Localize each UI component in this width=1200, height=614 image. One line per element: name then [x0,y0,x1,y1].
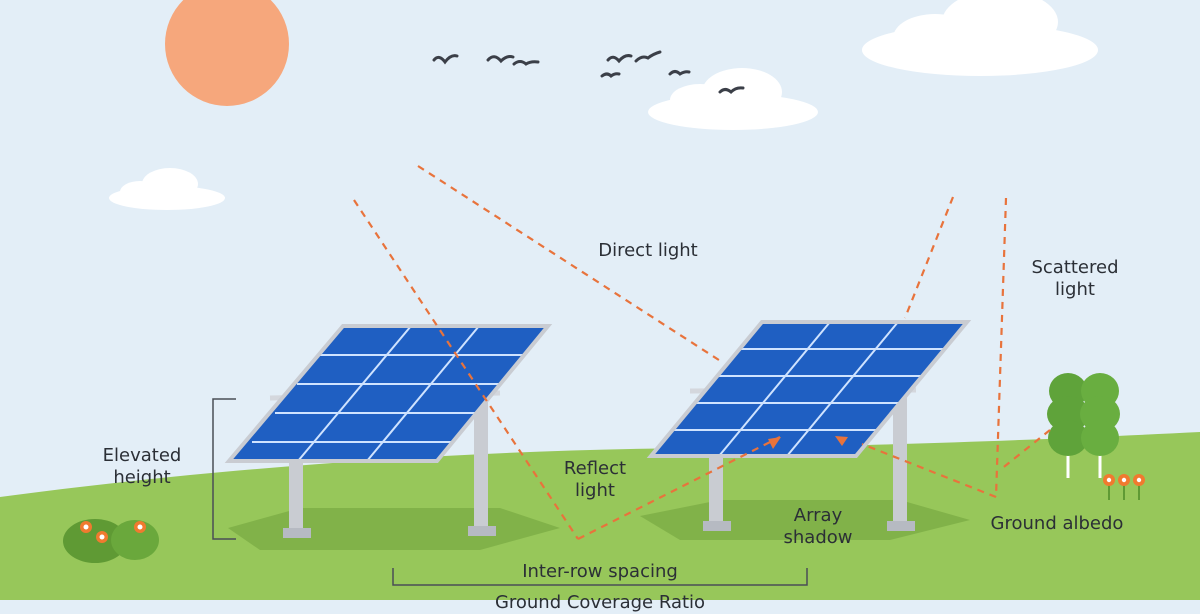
inter-row-spacing-bracket [392,568,808,586]
bird-icon [718,86,745,95]
elevated-height-label-line2: height [113,467,171,488]
bird-icon [668,70,691,76]
ground-albedo-label: Ground albedo [990,513,1124,534]
albedo-ray [999,429,1051,471]
array-shadow-label-line2: shadow [783,527,853,548]
bird-icon [486,55,515,64]
bird-icon [606,54,633,64]
scattered-light-label-line2: light [1055,279,1095,300]
reflect-light-label-line2: light [575,480,615,501]
scattered-light-ray [994,197,1008,498]
direct-light-label: Direct light [598,240,698,261]
elevated-height-label-line1: Elevated [102,445,182,466]
inter-row-spacing-label: Inter-row spacing [522,561,678,582]
ground-coverage-ratio-label: Ground Coverage Ratio [494,592,706,613]
solar-panel-icon [224,324,553,538]
reflect-light-label-line1: Reflect [563,458,627,479]
reflect-light-label: Reflect light [545,458,645,502]
elevated-height-bracket [212,398,236,540]
elevated-height-label: Elevated height [82,445,202,489]
solar-array-diagram [0,0,1200,600]
scattered-light-ray [903,196,955,319]
direct-light-ray [353,199,579,540]
bird-icon [634,50,662,63]
reflect-light-ray [577,436,781,540]
cloud-icon [862,0,1098,76]
array-shadow-label-line1: Array [793,505,843,526]
bird-icon [512,60,540,66]
cloud-icon [109,168,225,210]
scattered-light-label: Scattered light [1010,257,1140,301]
arrowhead-icon [768,436,848,449]
array-shadow-label: Array shadow [768,505,868,549]
tree-icon [1047,373,1120,478]
direct-light-ray [417,165,723,363]
flower-icon [1103,474,1145,500]
bird-icon [432,54,459,65]
scattered-light-label-line1: Scattered [1031,257,1119,278]
bird-icon [600,72,621,78]
bush-icon [63,519,159,563]
bird-flock [432,50,745,95]
cloud-icon [648,68,818,130]
albedo-ray [861,442,997,499]
sun-icon [165,0,289,106]
light-rays [353,165,1051,540]
solar-panel-icon [646,320,972,531]
